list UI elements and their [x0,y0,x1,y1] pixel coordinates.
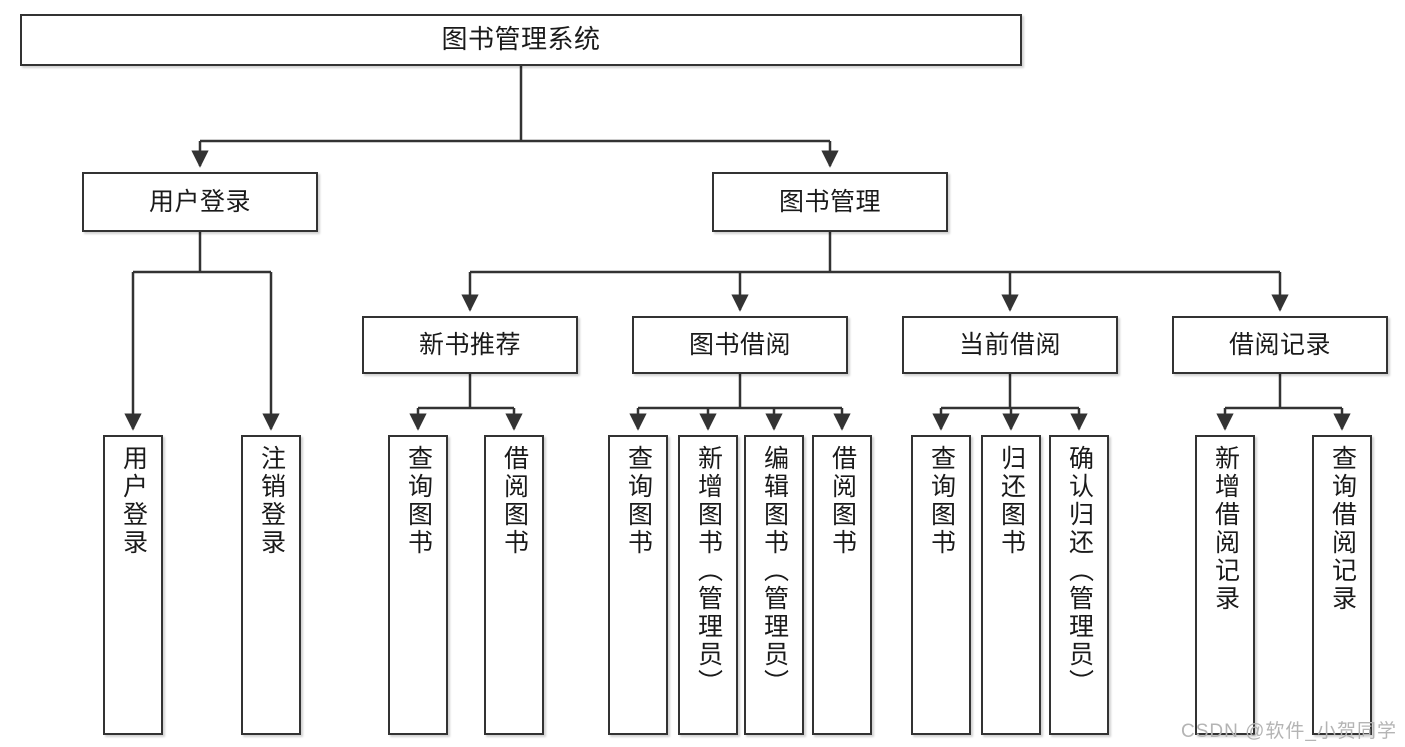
node-root-label: 图书管理系统 [441,24,601,55]
node-leaf-user-logout[interactable]: 注销登录 [241,435,301,735]
node-leaf-borrow-add-label: 新增图书（管理员） [694,445,723,697]
node-leaf-user-login[interactable]: 用户登录 [103,435,163,735]
node-book-manage-label: 图书管理 [778,187,881,216]
node-leaf-rec-borrow[interactable]: 借阅图书 [484,435,544,735]
node-borrow-record-label: 借阅记录 [1228,330,1331,359]
node-leaf-cur-query[interactable]: 查询图书 [911,435,971,735]
node-current-borrow[interactable]: 当前借阅 [902,316,1118,374]
node-book-borrow-label: 图书借阅 [688,330,791,359]
node-leaf-borrow-query-label: 查询图书 [624,445,653,557]
node-leaf-rec-query[interactable]: 查询图书 [388,435,448,735]
node-new-book-rec-label: 新书推荐 [418,330,521,359]
node-leaf-user-logout-label: 注销登录 [257,445,286,557]
node-leaf-borrow-query[interactable]: 查询图书 [608,435,668,735]
node-leaf-cur-confirm[interactable]: 确认归还（管理员） [1049,435,1109,735]
node-leaf-borrow-add[interactable]: 新增图书（管理员） [678,435,738,735]
node-borrow-record[interactable]: 借阅记录 [1172,316,1388,374]
node-leaf-rec-query-label: 查询图书 [404,445,433,557]
node-leaf-borrow-do[interactable]: 借阅图书 [812,435,872,735]
node-leaf-borrow-do-label: 借阅图书 [828,445,857,557]
node-current-borrow-label: 当前借阅 [958,330,1061,359]
node-leaf-rec-add-label: 新增借阅记录 [1211,445,1240,613]
node-leaf-cur-query-label: 查询图书 [927,445,956,557]
node-leaf-borrow-edit-label: 编辑图书（管理员） [760,445,789,697]
node-leaf-cur-confirm-label: 确认归还（管理员） [1065,445,1094,697]
node-leaf-rec-add[interactable]: 新增借阅记录 [1195,435,1255,735]
node-new-book-rec[interactable]: 新书推荐 [362,316,578,374]
node-leaf-rec-borrow-label: 借阅图书 [500,445,529,557]
node-user-login-label: 用户登录 [148,187,251,216]
node-user-login[interactable]: 用户登录 [82,172,318,232]
node-leaf-user-login-label: 用户登录 [119,445,148,557]
node-book-borrow[interactable]: 图书借阅 [632,316,848,374]
node-leaf-rec-search[interactable]: 查询借阅记录 [1312,435,1372,735]
node-root[interactable]: 图书管理系统 [20,14,1022,66]
node-book-manage[interactable]: 图书管理 [712,172,948,232]
node-leaf-rec-search-label: 查询借阅记录 [1328,445,1357,613]
node-leaf-cur-return-label: 归还图书 [997,445,1026,557]
node-leaf-borrow-edit[interactable]: 编辑图书（管理员） [744,435,804,735]
node-leaf-cur-return[interactable]: 归还图书 [981,435,1041,735]
